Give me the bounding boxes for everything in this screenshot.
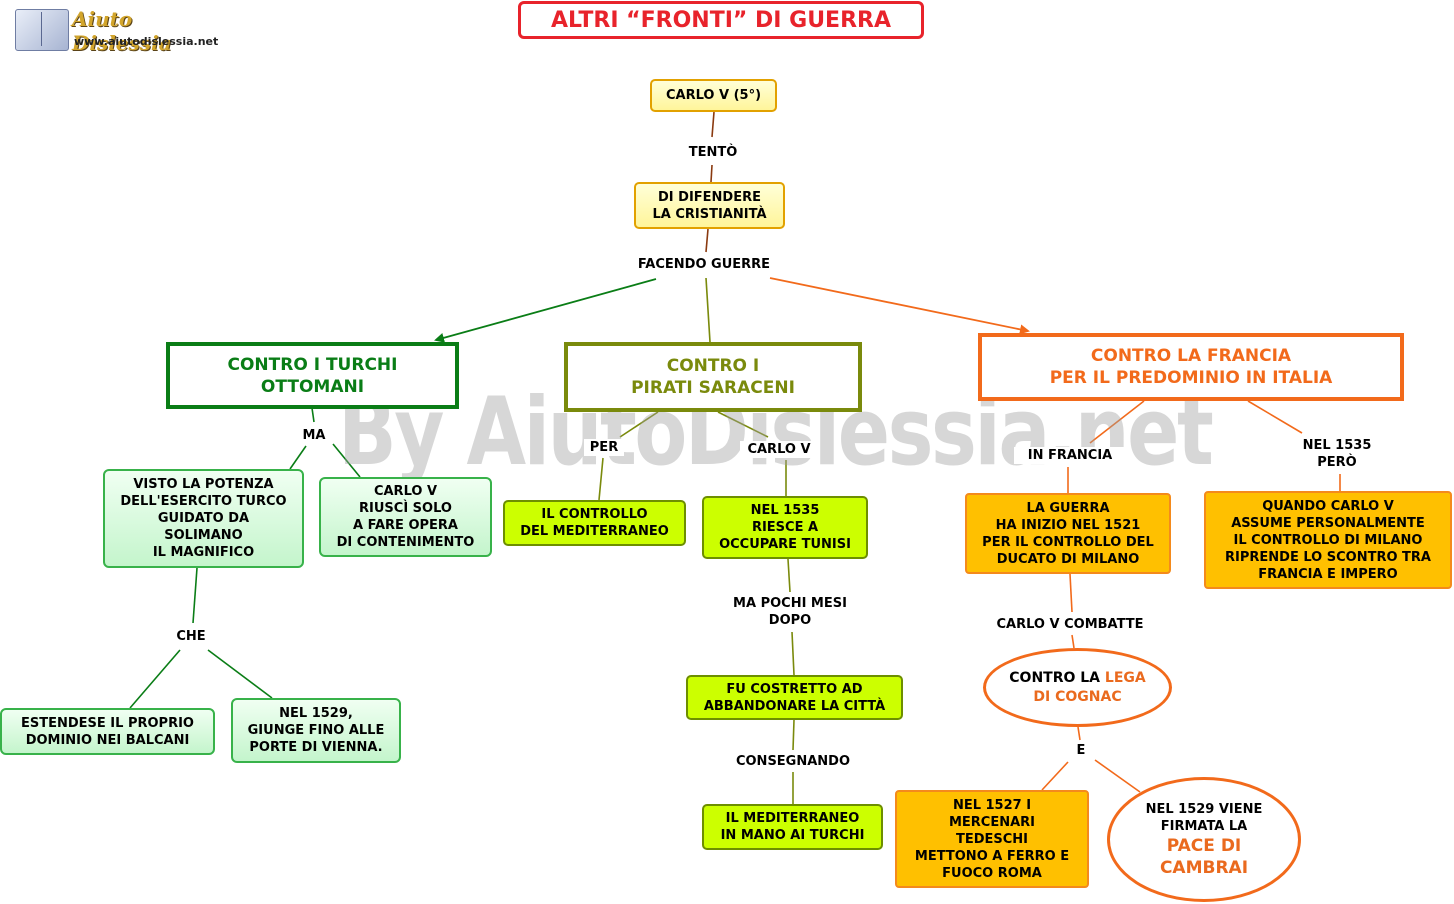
link-label-carlo-v: CARLO V <box>740 441 818 458</box>
link-label-per: PER <box>584 439 624 456</box>
connector <box>192 567 198 624</box>
connector <box>711 111 715 138</box>
link-label-tento: TENTÒ <box>682 144 744 161</box>
arrow-to-turchi <box>434 278 657 343</box>
logo-name: Aiuto Dislessia <box>72 7 172 55</box>
connector <box>710 164 713 183</box>
node-carlo-v: CARLO V (5°) <box>650 79 777 112</box>
lega-highlight-2: DI COGNAC <box>1033 688 1122 705</box>
node-tunisi: NEL 1535 RIESCE A OCCUPARE TUNISI <box>702 496 868 559</box>
lega-prefix: CONTRO LA <box>1009 669 1105 686</box>
node-balcani: ESTENDESE IL PROPRIO DOMINIO NEI BALCANI <box>0 708 215 755</box>
node-abbandonare: FU COSTRETTO AD ABBANDONARE LA CITTÀ <box>686 675 903 720</box>
connector <box>705 277 711 343</box>
connector <box>1077 726 1081 741</box>
link-label-nel-1535-pero: NEL 1535 PERÒ <box>1292 437 1382 471</box>
node-difendere: DI DIFENDERE LA CRISTIANITÀ <box>634 182 785 229</box>
node-lega-cognac: CONTRO LA LEGA DI COGNAC <box>983 648 1172 727</box>
connector <box>1089 400 1145 444</box>
connector <box>311 407 315 423</box>
logo-url: www.aiutodislessia.net <box>74 35 219 48</box>
link-label-consegnando: CONSEGNANDO <box>724 753 862 770</box>
connector <box>129 649 181 709</box>
node-francia: CONTRO LA FRANCIA PER IL PREDOMINIO IN I… <box>978 333 1404 401</box>
node-pace-cambrai: NEL 1529 VIENE FIRMATA LA PACE DI CAMBRA… <box>1107 777 1301 902</box>
connector <box>598 457 604 501</box>
connector <box>207 649 273 699</box>
connector <box>791 631 795 676</box>
connector <box>1069 573 1073 613</box>
node-controllo-milano: QUANDO CARLO V ASSUME PERSONALMENTE IL C… <box>1204 491 1452 589</box>
connector <box>787 558 791 593</box>
link-label-in-francia: IN FRANCIA <box>1014 447 1126 464</box>
connector <box>289 445 307 470</box>
cambrai-highlight: PACE DI CAMBRAI <box>1159 835 1249 878</box>
connector <box>619 411 659 438</box>
arrow-to-francia <box>769 277 1030 335</box>
node-sacco-roma: NEL 1527 I MERCENARI TEDESCHI METTONO A … <box>895 790 1089 888</box>
connector <box>792 719 795 751</box>
lega-highlight: LEGA <box>1104 669 1146 686</box>
node-pirati-saraceni: CONTRO I PIRATI SARACENI <box>564 342 862 412</box>
link-label-facendo-guerre: FACENDO GUERRE <box>628 256 780 273</box>
connector <box>717 411 769 438</box>
connector <box>1094 759 1141 793</box>
node-mediterraneo-turchi: IL MEDITERRANEO IN MANO AI TURCHI <box>702 804 883 850</box>
link-label-che: CHE <box>170 628 212 645</box>
book-icon <box>15 9 69 51</box>
connector <box>1071 634 1075 649</box>
node-vienna: NEL 1529, GIUNGE FINO ALLE PORTE DI VIEN… <box>231 698 401 763</box>
connector <box>1247 400 1303 434</box>
node-guerra-1521: LA GUERRA HA INIZIO NEL 1521 PER IL CONT… <box>965 493 1171 574</box>
link-label-ma: MA <box>296 427 332 444</box>
page-title: ALTRI “FRONTI” DI GUERRA <box>518 1 924 39</box>
connector <box>1041 761 1069 791</box>
cambrai-prefix: NEL 1529 VIENE FIRMATA LA <box>1145 801 1263 834</box>
connector <box>705 228 709 253</box>
node-potenza-esercito: VISTO LA POTENZA DELL'ESERCITO TURCO GUI… <box>103 469 304 568</box>
link-label-e: E <box>1070 742 1092 759</box>
connector <box>332 443 361 478</box>
site-logo[interactable]: Aiuto Dislessia www.aiutodislessia.net <box>12 6 222 55</box>
node-contenimento: CARLO V RIUSCÌ SOLO A FARE OPERA DI CONT… <box>319 477 492 557</box>
node-turchi-ottomani: CONTRO I TURCHI OTTOMANI <box>166 342 459 409</box>
link-label-pochi-mesi: MA POCHI MESI DOPO <box>718 595 862 629</box>
node-controllo-mediterraneo: IL CONTROLLO DEL MEDITERRANEO <box>503 500 686 546</box>
link-label-carlo-v-combatte: CARLO V COMBATTE <box>984 616 1156 633</box>
